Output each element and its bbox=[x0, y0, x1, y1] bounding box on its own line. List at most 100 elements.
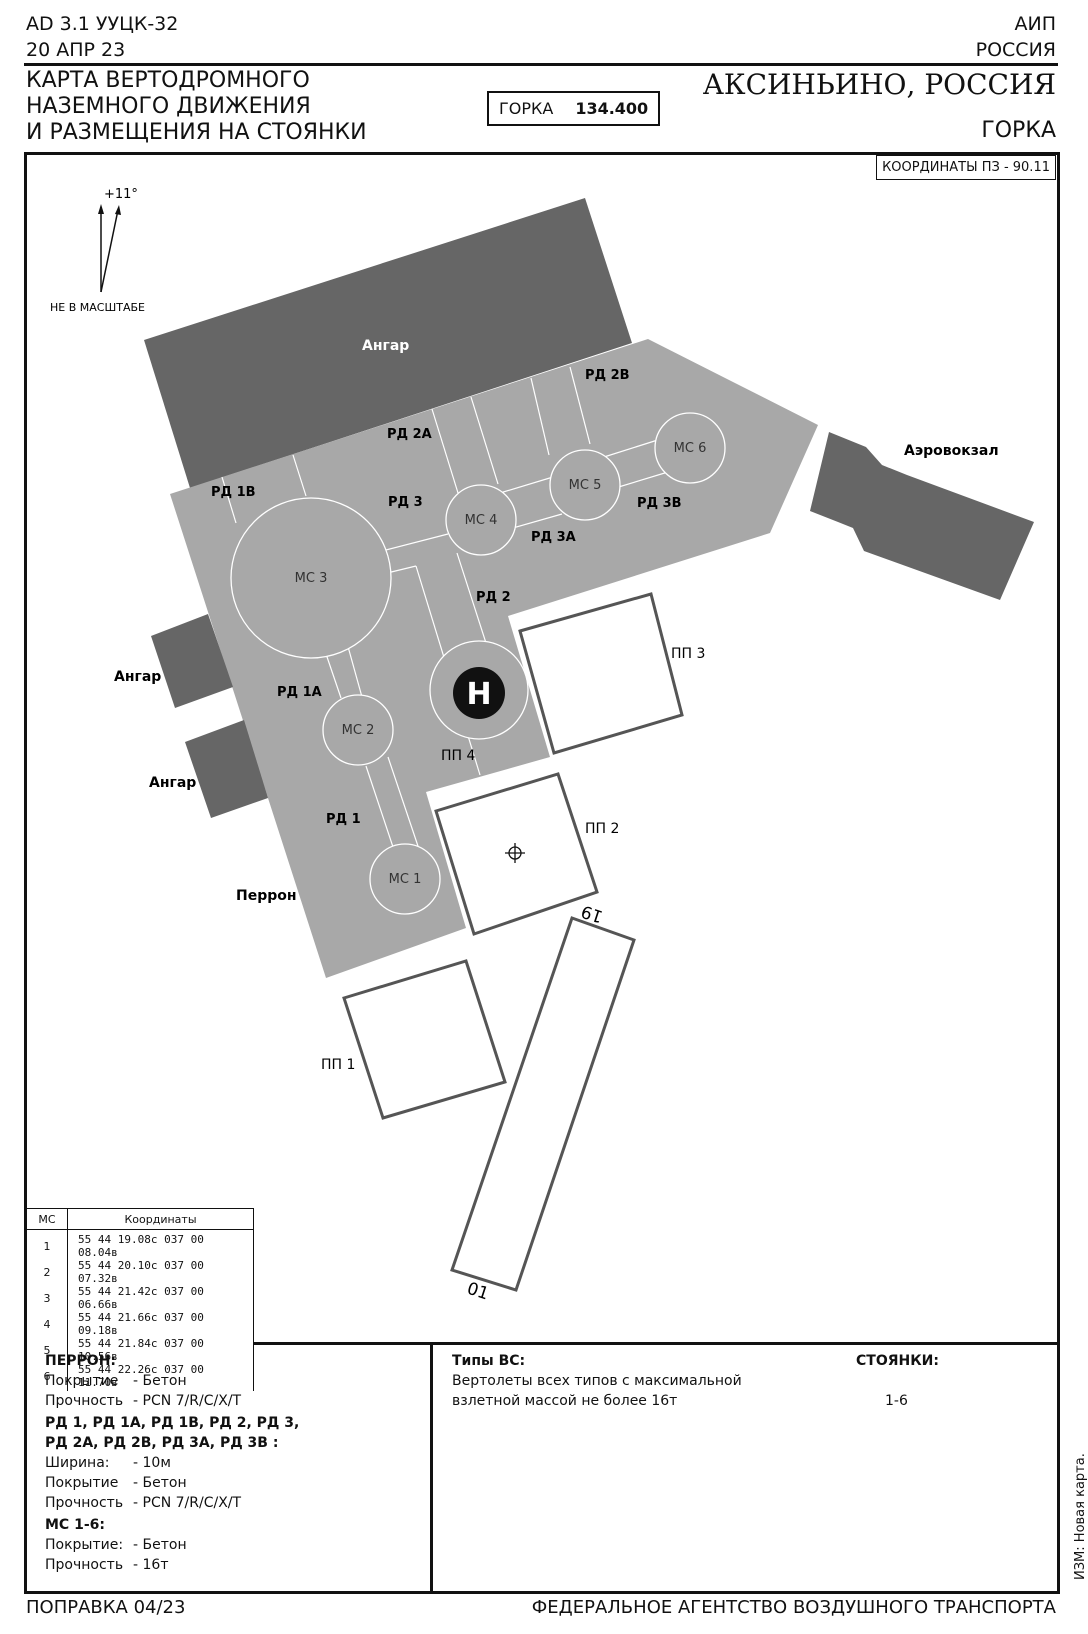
runway-designator: 01 bbox=[464, 1279, 491, 1305]
frequency-value: 134.400 bbox=[575, 99, 649, 118]
stand-number: 3 bbox=[26, 1285, 68, 1311]
stand-coordinates: 55 44 22.26с 037 00 11.70в bbox=[67, 1363, 254, 1391]
note-key: Прочность bbox=[45, 1557, 124, 1573]
stands-notes: СТОЯНКИ: 1-6 bbox=[856, 1351, 939, 1411]
apron-label: Перрон bbox=[236, 888, 297, 904]
note-row: Покрытие - Бетон bbox=[45, 1371, 299, 1391]
aircraft-types-heading: Типы ВС: bbox=[452, 1353, 526, 1369]
chart-frame bbox=[24, 152, 1060, 1594]
note-value: - Бетон bbox=[133, 1373, 187, 1389]
stand-label: МС 6 bbox=[674, 441, 707, 456]
note-value: - Бетон bbox=[133, 1537, 187, 1553]
notes-top-rule bbox=[24, 1342, 1060, 1345]
taxiway-label: РД 1А bbox=[277, 685, 322, 700]
publishing-agency: ФЕДЕРАЛЬНОЕ АГЕНТСТВО ВОЗДУШНОГО ТРАНСПО… bbox=[531, 1597, 1056, 1618]
chart-title-line: КАРТА ВЕРТОДРОМНОГО bbox=[26, 68, 310, 93]
stand-circle bbox=[445, 484, 517, 556]
helipad-icon bbox=[453, 667, 505, 719]
stand-circle bbox=[369, 843, 441, 915]
fato-square bbox=[434, 772, 599, 936]
note-value: - 16т bbox=[133, 1557, 169, 1573]
stand-coordinates: 55 44 21.66с 037 00 09.18в bbox=[67, 1311, 254, 1337]
document-reference: AD 3.1 УУЦК-32 bbox=[26, 13, 179, 35]
note-key: Покрытие bbox=[45, 1373, 119, 1389]
fato-square bbox=[518, 592, 684, 755]
hangar-building bbox=[151, 614, 233, 708]
stand-circle bbox=[654, 412, 726, 484]
amendment-number: ПОПРАВКА 04/23 bbox=[26, 1597, 186, 1618]
aircraft-types-notes: Типы ВС: Вертолеты всех типов с максимал… bbox=[452, 1351, 742, 1411]
stands-range: 1-6 bbox=[885, 1393, 908, 1409]
terminal-building bbox=[810, 432, 1034, 600]
taxiway-label: РД 2 bbox=[476, 590, 511, 605]
note-value: - Бетон bbox=[133, 1475, 187, 1491]
stand-label: МС 5 bbox=[569, 478, 602, 493]
fato-square bbox=[342, 959, 507, 1120]
stand-coordinates: 55 44 20.10с 037 00 07.32в bbox=[67, 1259, 254, 1285]
note-value: - 10м bbox=[133, 1455, 171, 1471]
helipad-h: H bbox=[466, 677, 491, 712]
note-row: Ширина: - 10м bbox=[45, 1453, 299, 1473]
stand-number: 5 bbox=[26, 1337, 68, 1363]
hangar-label: Ангар bbox=[362, 338, 409, 354]
stand-coordinates: 55 44 21.84с 037 00 10.56в bbox=[67, 1337, 254, 1363]
header-rule bbox=[24, 63, 1058, 66]
stand-label: МС 1 bbox=[389, 872, 422, 887]
stands-heading: МС 1-6: bbox=[45, 1517, 105, 1533]
taxiway-label: РД 2В bbox=[585, 368, 630, 383]
taxiway-label: РД 3В bbox=[637, 496, 682, 511]
stand-circle bbox=[322, 694, 394, 766]
stand-number: 2 bbox=[26, 1259, 68, 1285]
taxiway-heading: РД 1, РД 1А, РД 1В, РД 2, РД 3, bbox=[45, 1415, 300, 1431]
surface-notes: ПЕРРОН: Покрытие- Бетон Прочность- PCN 7… bbox=[45, 1351, 299, 1575]
stand-label: МС 3 bbox=[295, 571, 328, 586]
note-key: Покрытие: bbox=[45, 1537, 124, 1553]
apron-heading: ПЕРРОН: bbox=[45, 1353, 117, 1369]
chart-title-line: НАЗЕМНОГО ДВИЖЕНИЯ bbox=[26, 94, 311, 119]
hangar-label: Ангар bbox=[149, 775, 196, 791]
stand-number: 1 bbox=[26, 1229, 68, 1259]
note-key: Прочность bbox=[45, 1495, 124, 1511]
frequency-box: ГОРКА 134.400 bbox=[487, 91, 661, 126]
note-key: Прочность bbox=[45, 1393, 124, 1409]
taxiway-label: РД 3 bbox=[388, 495, 423, 510]
fato-label: ПП 3 bbox=[671, 646, 705, 662]
taxiway-label: РД 1 bbox=[326, 812, 361, 827]
scale-note: НЕ В МАСШТАБЕ bbox=[50, 301, 145, 314]
frequency-label: ГОРКА bbox=[499, 99, 554, 118]
table-header: Координаты bbox=[67, 1208, 254, 1230]
aerodrome-subtitle: ГОРКА bbox=[981, 118, 1056, 143]
stand-label: МС 4 bbox=[465, 513, 498, 528]
effective-date: 20 АПР 23 bbox=[26, 39, 126, 61]
stand-label: МС 2 bbox=[342, 723, 375, 738]
taxiway-label: РД 3А bbox=[531, 530, 576, 545]
aircraft-types-line: взлетной массой не более 16т bbox=[452, 1393, 678, 1409]
fato-label: ПП 4 bbox=[441, 748, 476, 764]
stand-circle bbox=[230, 497, 392, 659]
coordinate-system-box: КООРДИНАТЫ ПЗ - 90.11 bbox=[876, 155, 1056, 180]
hangar-building bbox=[144, 198, 632, 488]
aip-label: АИП bbox=[1014, 13, 1057, 35]
table-header: МС bbox=[26, 1208, 68, 1230]
aircraft-types-line: Вертолеты всех типов с максимальной bbox=[452, 1373, 742, 1389]
terminal-label: Аэровокзал bbox=[904, 443, 999, 459]
aerodrome-name: АКСИНЬИНО, РОССИЯ bbox=[702, 68, 1056, 101]
note-key: Покрытие bbox=[45, 1475, 119, 1491]
stand-number: 6 bbox=[26, 1363, 68, 1391]
note-row: Прочность - 16т bbox=[45, 1555, 299, 1575]
chart-title-line: И РАЗМЕЩЕНИЯ НА СТОЯНКИ bbox=[26, 120, 367, 145]
hangar-building bbox=[185, 720, 268, 818]
note-key: Ширина: bbox=[45, 1455, 110, 1471]
amendment-note: ИЗМ: Новая карта. bbox=[1073, 1453, 1088, 1580]
hangar-label: Ангар bbox=[114, 669, 161, 685]
chart-title: КАРТА ВЕРТОДРОМНОГО НАЗЕМНОГО ДВИЖЕНИЯ И… bbox=[26, 68, 367, 146]
stand-coordinates: 55 44 21.42с 037 00 06.66в bbox=[67, 1285, 254, 1311]
stands-notes-heading: СТОЯНКИ: bbox=[856, 1353, 939, 1369]
